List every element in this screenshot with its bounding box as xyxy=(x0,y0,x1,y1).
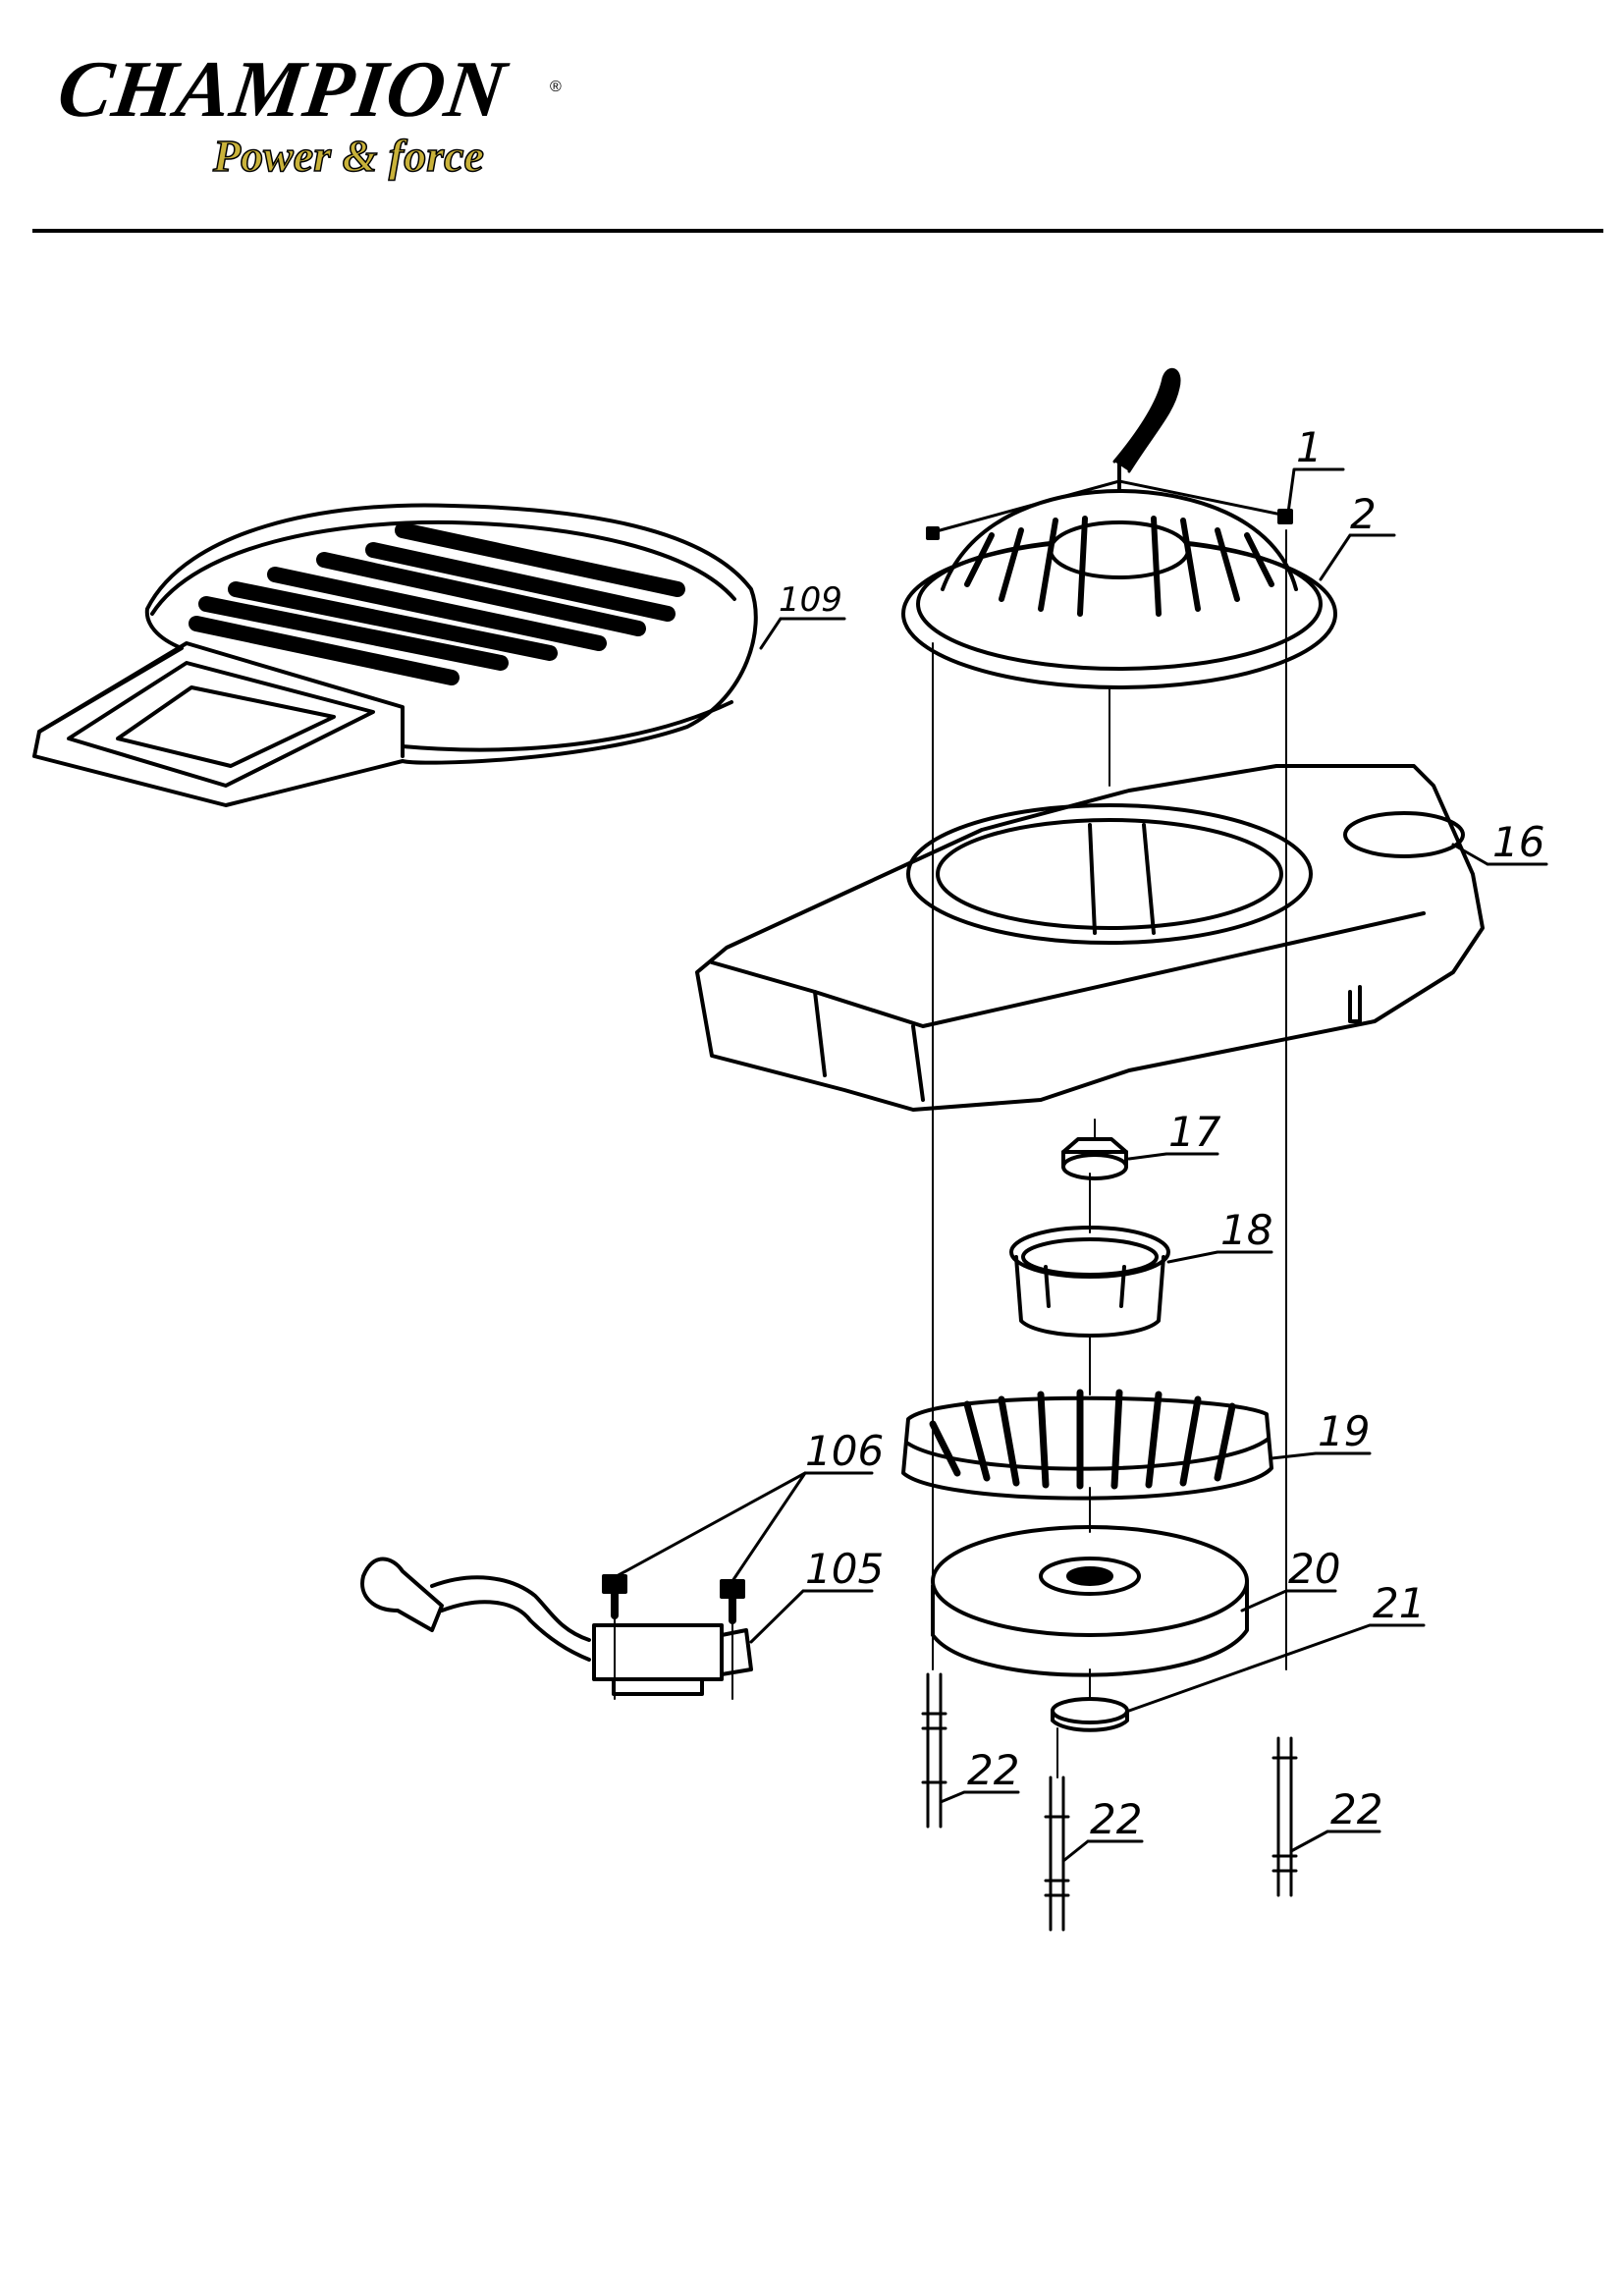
callout-109: 109 xyxy=(779,580,842,620)
callout-20: 20 xyxy=(1288,1545,1340,1593)
callout-18: 18 xyxy=(1220,1206,1272,1254)
callout-105: 105 xyxy=(805,1545,884,1593)
alignment-lines xyxy=(614,529,1287,1778)
part-flywheel-fan xyxy=(901,1389,1273,1501)
champion-logo: CHAMPION ® Power & force xyxy=(53,44,589,196)
callout-1: 1 xyxy=(1296,423,1323,471)
part-starter-cup xyxy=(1009,1226,1170,1338)
callout-106: 106 xyxy=(805,1427,884,1475)
leader-lines xyxy=(615,467,1548,1863)
callout-2: 2 xyxy=(1350,490,1377,538)
part-flywheel xyxy=(931,1525,1249,1677)
callout-17: 17 xyxy=(1168,1108,1221,1156)
page-header: CHAMPION ® Power & force xyxy=(0,0,1623,236)
part-recoil-starter xyxy=(901,367,1337,689)
callout-19: 19 xyxy=(1318,1407,1370,1455)
callout-labels: 1 2 109 16 17 18 19 106 105 20 21 22 22 … xyxy=(779,423,1544,1843)
registered-mark: ® xyxy=(550,79,562,95)
callout-21: 21 xyxy=(1373,1579,1425,1627)
header-divider xyxy=(32,229,1603,233)
part-fan-shroud xyxy=(695,764,1485,1112)
brand-tagline: Power & force xyxy=(212,131,484,181)
part-washer xyxy=(1051,1697,1129,1732)
part-screws xyxy=(602,1574,745,1624)
part-ignition-coil xyxy=(360,1557,753,1696)
callout-22-c: 22 xyxy=(1330,1785,1382,1833)
part-air-filter-cover xyxy=(32,503,758,807)
callout-22-b: 22 xyxy=(1090,1795,1142,1843)
part-studs xyxy=(921,1672,1298,1932)
part-nut xyxy=(1061,1137,1128,1180)
callout-16: 16 xyxy=(1492,818,1544,866)
callout-22-a: 22 xyxy=(967,1746,1019,1794)
